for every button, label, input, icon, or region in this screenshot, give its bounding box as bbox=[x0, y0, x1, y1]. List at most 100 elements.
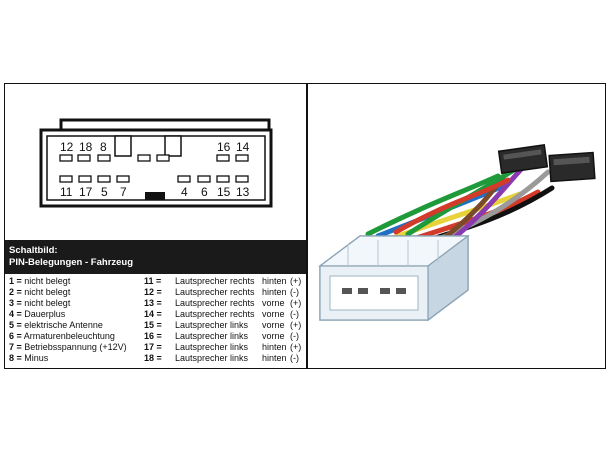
pin-position: hinten bbox=[262, 287, 287, 297]
iso-connector bbox=[318, 234, 470, 322]
pin-number: 15 = bbox=[144, 320, 162, 330]
pin-position: hinten bbox=[262, 276, 287, 286]
pin-number-bottom: 15 bbox=[217, 185, 231, 199]
pin-polarity: (-) bbox=[290, 287, 299, 297]
pin-number-bottom: 5 bbox=[101, 185, 108, 199]
pin-side: links bbox=[230, 342, 249, 352]
pin-slot bbox=[77, 154, 91, 162]
pin-side: links bbox=[230, 353, 249, 363]
pin-assignment-row: 11 = Lautsprecher rechts hinten (+) bbox=[144, 276, 304, 287]
pin-description: Minus bbox=[24, 353, 49, 363]
pin-number-bottom: 7 bbox=[120, 185, 127, 199]
pin-side: rechts bbox=[230, 298, 255, 308]
pin-number: 4 = bbox=[9, 309, 22, 319]
pin-assignment-row: 4 = Dauerplus bbox=[9, 309, 65, 320]
connector-inner bbox=[46, 135, 266, 201]
pin-description: Lautsprecher bbox=[175, 287, 228, 297]
pin-assignment-row: 17 = Lautsprecher links hinten (+) bbox=[144, 342, 304, 353]
pin-number-top: 16 bbox=[217, 140, 231, 154]
pin-description: Armaturenbeleuchtung bbox=[23, 331, 115, 341]
pin-position: vorne bbox=[262, 309, 285, 319]
pin-position: hinten bbox=[262, 353, 287, 363]
pin-assignment-row: 13 = Lautsprecher rechts vorne (+) bbox=[144, 298, 304, 309]
pin-position: hinten bbox=[262, 342, 287, 352]
small-plug-left bbox=[497, 144, 549, 174]
pin-slot bbox=[216, 154, 230, 162]
pin-slot bbox=[97, 154, 111, 162]
pin-assignment-row: 5 = elektrische Antenne bbox=[9, 320, 103, 331]
pin-number: 2 = bbox=[9, 287, 22, 297]
pin-number: 17 = bbox=[144, 342, 162, 352]
connector-slot bbox=[396, 288, 406, 294]
pin-number-bottom: 17 bbox=[79, 185, 93, 199]
pin-number: 6 = bbox=[9, 331, 22, 341]
connector-key-left bbox=[114, 135, 132, 157]
connector-latch bbox=[145, 192, 165, 200]
pin-description: Lautsprecher bbox=[175, 309, 228, 319]
pin-polarity: (-) bbox=[290, 353, 299, 363]
schematic-header: Schaltbild: PIN-Belegungen - Fahrzeug bbox=[5, 240, 306, 274]
pin-side: rechts bbox=[230, 276, 255, 286]
pin-slot bbox=[197, 175, 211, 183]
pin-polarity: (-) bbox=[290, 309, 299, 319]
pin-position: vorne bbox=[262, 320, 285, 330]
pin-side: links bbox=[230, 331, 249, 341]
pin-slot bbox=[177, 175, 191, 183]
pin-polarity: (+) bbox=[290, 320, 302, 330]
pin-description: Lautsprecher bbox=[175, 320, 228, 330]
connector-slot bbox=[380, 288, 390, 294]
pin-side: rechts bbox=[230, 287, 255, 297]
pin-slot bbox=[78, 175, 92, 183]
pin-slot bbox=[235, 175, 249, 183]
pin-number: 5 = bbox=[9, 320, 22, 330]
pin-description: Lautsprecher bbox=[175, 298, 228, 308]
panel-divider bbox=[306, 84, 308, 368]
pin-assignment-row: 18 = Lautsprecher links hinten (-) bbox=[144, 353, 304, 364]
pin-number-top: 8 bbox=[100, 140, 107, 154]
product-photo bbox=[308, 84, 605, 368]
pin-position: vorne bbox=[262, 298, 285, 308]
pin-assignment-row: 14 = Lautsprecher rechts vorne (-) bbox=[144, 309, 304, 320]
pin-slot bbox=[216, 175, 230, 183]
pin-number: 12 = bbox=[144, 287, 162, 297]
pin-slot bbox=[137, 154, 151, 162]
pin-assignment-row: 2 = nicht belegt bbox=[9, 287, 70, 298]
schematic-section: 12 18 8 16 14 11 17 5 7 4 6 15 13 Schalt… bbox=[5, 84, 306, 368]
pin-slot bbox=[59, 175, 73, 183]
pin-number-top: 14 bbox=[236, 140, 250, 154]
pin-slot bbox=[59, 154, 73, 162]
pin-description: Lautsprecher bbox=[175, 342, 228, 352]
pin-description: Lautsprecher bbox=[175, 276, 228, 286]
pin-number-bottom: 4 bbox=[181, 185, 188, 199]
pin-assignment-row: 15 = Lautsprecher links vorne (+) bbox=[144, 320, 304, 331]
pin-polarity: (+) bbox=[290, 276, 302, 286]
pin-slot bbox=[116, 175, 130, 183]
pin-number: 3 = bbox=[9, 298, 22, 308]
pin-number: 1 = bbox=[9, 276, 22, 286]
pin-assignment-row: 16 = Lautsprecher links vorne (-) bbox=[144, 331, 304, 342]
pin-description: nicht belegt bbox=[24, 298, 71, 308]
pin-description: elektrische Antenne bbox=[24, 320, 103, 330]
pin-position: vorne bbox=[262, 331, 285, 341]
pin-description: nicht belegt bbox=[24, 276, 71, 286]
pinout-panel: 12 18 8 16 14 11 17 5 7 4 6 15 13 Schalt… bbox=[4, 83, 606, 369]
wire bbox=[393, 177, 511, 235]
schematic-title: Schaltbild: bbox=[9, 245, 58, 256]
connector-diagram: 12 18 8 16 14 11 17 5 7 4 6 15 13 bbox=[39, 118, 273, 208]
pin-number-bottom: 6 bbox=[201, 185, 208, 199]
pin-number-bottom: 13 bbox=[236, 185, 250, 199]
pin-description: nicht belegt bbox=[24, 287, 71, 297]
connector-key-right bbox=[164, 135, 182, 157]
pin-assignment-row: 12 = Lautsprecher rechts hinten (-) bbox=[144, 287, 304, 298]
wire bbox=[365, 173, 501, 237]
pin-assignment-row: 8 = Minus bbox=[9, 353, 48, 364]
connector-slot bbox=[358, 288, 368, 294]
pin-polarity: (+) bbox=[290, 342, 302, 352]
pin-number-top: 12 bbox=[60, 140, 74, 154]
pin-slot bbox=[156, 154, 170, 162]
pin-assignment-row: 3 = nicht belegt bbox=[9, 298, 70, 309]
pin-assignment-row: 6 = Armaturenbeleuchtung bbox=[9, 331, 115, 342]
pin-number: 7 = bbox=[9, 342, 22, 352]
pin-side: links bbox=[230, 320, 249, 330]
schematic-subtitle: PIN-Belegungen - Fahrzeug bbox=[9, 257, 134, 268]
